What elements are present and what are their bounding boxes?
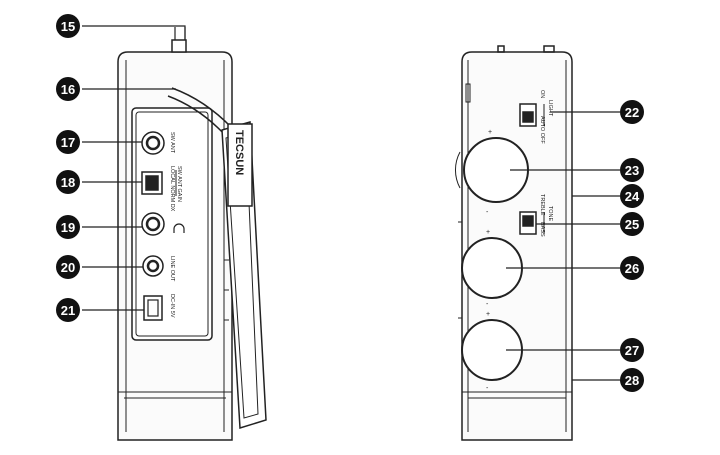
- leader-lines: [82, 25, 620, 381]
- svg-text:25: 25: [625, 217, 639, 232]
- label-bass: BASS: [539, 222, 545, 237]
- svg-text:19: 19: [61, 220, 75, 235]
- volume-plus: +: [488, 129, 492, 136]
- label-sw-ant: SW ANT: [169, 132, 175, 154]
- callout-16: 16: [56, 77, 80, 101]
- svg-text:18: 18: [61, 175, 75, 190]
- callout-15: 15: [56, 14, 80, 38]
- callout-17: 17: [56, 130, 80, 154]
- callout-18: 18: [56, 170, 80, 194]
- tone-plus: +: [486, 229, 490, 236]
- headphone-icon: [173, 223, 185, 233]
- knob-sign-labels: + - + - + -: [486, 129, 492, 392]
- callout-23: 23: [620, 158, 644, 182]
- svg-text:20: 20: [61, 260, 75, 275]
- label-gain-options: LOCAL NORM DX: [169, 166, 175, 212]
- headphone-jack: [141, 212, 165, 236]
- callout-24: 24: [620, 184, 644, 208]
- svg-text:24: 24: [625, 189, 640, 204]
- sw-ant-jack: [141, 131, 165, 155]
- svg-text:15: 15: [61, 19, 75, 34]
- callout-28: 28: [620, 368, 644, 392]
- brand-label: TECSUN: [233, 130, 245, 175]
- callout-20: 20: [56, 255, 80, 279]
- right-side-view: [454, 45, 573, 441]
- svg-text:26: 26: [625, 261, 639, 276]
- tone-minus: -: [486, 301, 489, 308]
- svg-text:16: 16: [61, 82, 75, 97]
- label-line-out: LINE OUT: [169, 256, 175, 282]
- line-out-jack: [142, 255, 164, 277]
- svg-text:28: 28: [625, 373, 639, 388]
- tuning-minus: -: [486, 385, 489, 392]
- wrist-strap: [167, 87, 267, 429]
- tuning-plus: +: [486, 311, 490, 318]
- svg-text:21: 21: [61, 303, 75, 318]
- antenna-tab: [171, 39, 187, 53]
- svg-text:17: 17: [61, 135, 75, 150]
- callout-19: 19: [56, 215, 80, 239]
- callout-26: 26: [620, 256, 644, 280]
- label-light-on: ON: [539, 90, 545, 98]
- label-tone: TONE: [547, 206, 553, 222]
- volume-minus: -: [486, 209, 489, 216]
- svg-text:22: 22: [625, 105, 639, 120]
- callout-21: 21: [56, 298, 80, 322]
- label-auto-off: AUTO OFF: [539, 116, 545, 144]
- callout-27: 27: [620, 338, 644, 362]
- label-treble: TREBLE: [539, 194, 545, 216]
- label-sw-ant-gain: SW ANT GAIN: [176, 166, 182, 202]
- callout-badges: 15 16 17 18 19 20 21 22: [56, 14, 644, 392]
- label-dc-in: DC-IN 5V: [169, 294, 175, 318]
- left-panel-labels: SW ANT LOCAL NORM DX SW ANT GAIN LINE OU…: [169, 132, 182, 318]
- jack-panel: [131, 107, 213, 341]
- svg-text:27: 27: [625, 343, 639, 358]
- right-panel-labels: ON LIGHT AUTO OFF TREBLE TONE BASS: [539, 90, 553, 237]
- left-side-view: [117, 27, 233, 441]
- callout-22: 22: [620, 100, 644, 124]
- callout-25: 25: [620, 212, 644, 236]
- label-light: LIGHT: [547, 100, 553, 117]
- svg-text:23: 23: [625, 163, 639, 178]
